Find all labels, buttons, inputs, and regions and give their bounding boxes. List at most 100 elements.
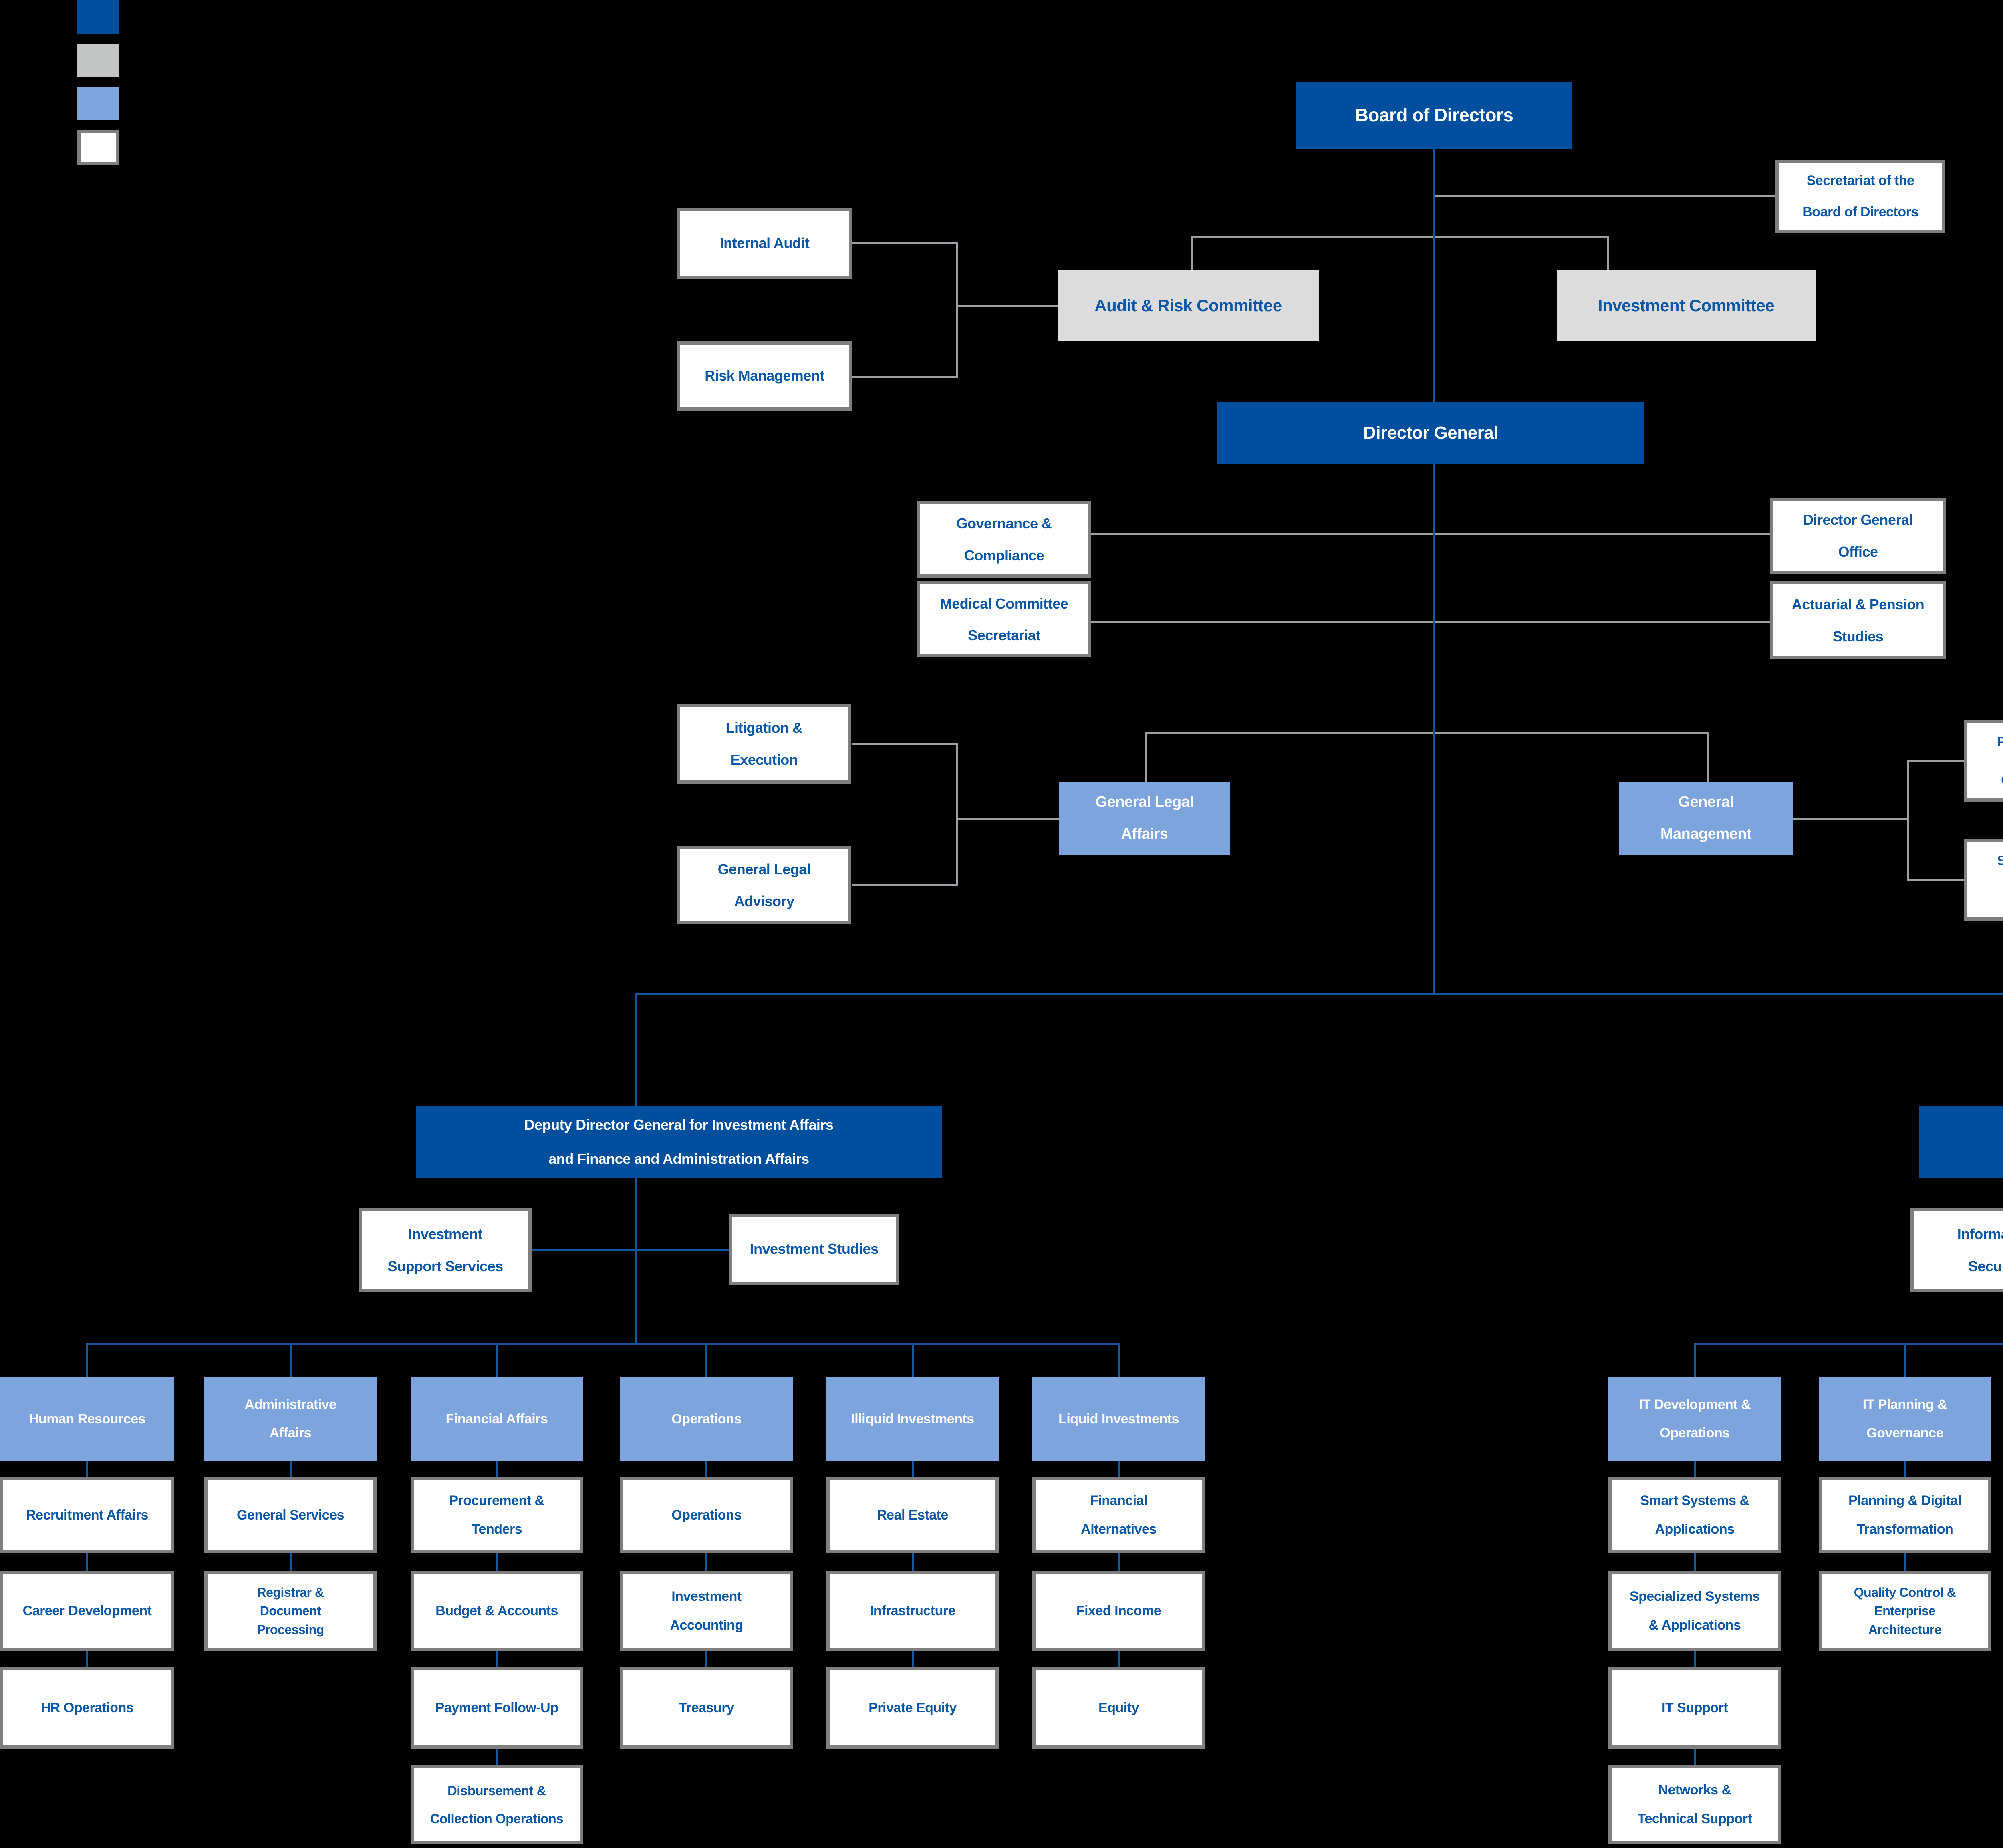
node-quality-control-label: Quality Control & Enterprise Architectur… [1854, 1585, 1956, 1637]
node-general-legal-affairs: General Legal Affairs [1059, 782, 1230, 855]
node-liquid-header-label: Liquid Investments [1058, 1411, 1179, 1427]
node-investment-studies-label: Investment Studies [750, 1241, 879, 1258]
node-board: Board of Directors [1296, 82, 1572, 149]
node-actuarial-pension-studies-label: Actuarial & Pension Studies [1791, 596, 1924, 645]
connector-line [635, 993, 2003, 995]
connector-line [1118, 1461, 1120, 1477]
node-treasury: Treasury [620, 1667, 793, 1749]
node-investment-committee: Investment Committee [1557, 270, 1816, 341]
node-career-development-label: Career Development [22, 1603, 152, 1619]
node-budget-accounts: Budget & Accounts [411, 1571, 583, 1651]
connector-line [705, 1461, 707, 1477]
node-procurement: Procurement & Tenders [411, 1477, 583, 1553]
connector-line [86, 1343, 1120, 1345]
connector-line [912, 1553, 914, 1571]
node-information-security-label: Information Security [1957, 1226, 2003, 1274]
node-investment-studies: Investment Studies [729, 1214, 899, 1285]
connector-line [1433, 464, 1435, 993]
connector-line [1434, 195, 1775, 197]
node-deputy-pension: Deputy Director General for Pension Affa… [1919, 1106, 2003, 1178]
node-general-legal-advisory-label: General Legal Advisory [717, 861, 811, 909]
connector-line [1433, 149, 1435, 402]
node-itplan-header-label: IT Planning & Governance [1862, 1397, 1947, 1441]
connector-line [1118, 1553, 1120, 1571]
node-general-services: General Services [204, 1477, 377, 1553]
node-operations-dept: Operations [620, 1477, 793, 1553]
node-litigation-execution-label: Litigation & Execution [725, 719, 803, 768]
connector-line [86, 1461, 88, 1477]
node-it-support-label: IT Support [1662, 1700, 1728, 1715]
node-finance-header: Financial Affairs [411, 1377, 583, 1461]
node-illiquid-header-label: Illiquid Investments [851, 1411, 974, 1427]
node-private-equity: Private Equity [826, 1667, 999, 1749]
node-admin-header-label: Administrative Affairs [244, 1397, 337, 1441]
node-audit-risk-committee: Audit & Risk Committee [1058, 270, 1319, 341]
node-investment-accounting-label: Investment Accounting [670, 1589, 743, 1633]
node-public-relations-label: Public Relations & Corporate Communicati… [1997, 734, 2003, 787]
node-itplan-header: IT Planning & Governance [1819, 1377, 1991, 1461]
node-disbursement: Disbursement & Collection Operations [411, 1765, 583, 1844]
node-dg-office: Director General Office [1770, 498, 1946, 574]
node-specialized-systems-label: Specialized Systems & Applications [1629, 1589, 1760, 1633]
node-strategic-planning: Strategic Planning & Project Management [1964, 839, 2003, 921]
connector-line [1907, 760, 1964, 762]
connector-line [1145, 732, 1709, 734]
node-public-relations: Public Relations & Corporate Communicati… [1964, 720, 2003, 802]
node-payment-followup-label: Payment Follow-Up [435, 1700, 558, 1715]
node-internal-audit-label: Internal Audit [719, 235, 810, 252]
node-procurement-label: Procurement & Tenders [449, 1493, 544, 1537]
connector-line [1694, 1553, 1696, 1571]
connector-line [1607, 236, 1609, 272]
node-treasury-label: Treasury [679, 1700, 734, 1715]
connector-line [635, 1178, 637, 1343]
connector-line [1694, 1749, 1696, 1765]
node-registrar: Registrar & Document Processing [204, 1571, 377, 1651]
connector-line [1191, 236, 1608, 238]
node-hr-header-label: Human Resources [28, 1411, 146, 1427]
node-planning-digital: Planning & Digital Transformation [1819, 1477, 1991, 1553]
node-real-estate-label: Real Estate [877, 1507, 948, 1523]
connector-line [1694, 1651, 1696, 1667]
connector-line [956, 818, 1059, 820]
node-director-general-label: Director General [1363, 423, 1498, 443]
node-general-legal-affairs-label: General Legal Affairs [1095, 794, 1194, 842]
connector-line [1118, 1651, 1120, 1667]
connector-line [912, 1651, 914, 1667]
connector-line [1907, 760, 1909, 881]
connector-line [1434, 533, 1770, 535]
node-equity-label: Equity [1098, 1700, 1139, 1715]
node-governance-compliance: Governance & Compliance [917, 501, 1091, 578]
node-general-services-label: General Services [237, 1507, 344, 1523]
node-itdev-header-label: IT Development & Operations [1638, 1397, 1751, 1441]
connector-line [956, 743, 958, 886]
connector-line [1091, 533, 1434, 535]
node-finance-header-label: Financial Affairs [445, 1411, 548, 1427]
connector-line [912, 1461, 914, 1477]
node-fixed-income-label: Fixed Income [1076, 1603, 1161, 1619]
node-recruitment-affairs-label: Recruitment Affairs [26, 1507, 148, 1523]
node-financial-alternatives-label: Financial Alternatives [1081, 1493, 1157, 1537]
connector-line [290, 1553, 292, 1571]
connector-line [496, 1461, 498, 1477]
connector-line [290, 1343, 292, 1377]
node-quality-control: Quality Control & Enterprise Architectur… [1819, 1571, 1991, 1651]
connector-line [852, 376, 956, 378]
node-operations-header-label: Operations [671, 1411, 742, 1427]
node-equity: Equity [1032, 1667, 1205, 1749]
connector-line [705, 1651, 707, 1667]
connector-line [1091, 621, 1434, 623]
node-director-general: Director General [1217, 402, 1644, 464]
connector-line [852, 884, 956, 886]
node-hr-operations: HR Operations [0, 1667, 174, 1749]
node-general-management: General Management [1619, 782, 1793, 855]
connector-line [496, 1749, 498, 1765]
node-litigation-execution: Litigation & Execution [677, 704, 851, 784]
node-specialized-systems: Specialized Systems & Applications [1608, 1571, 1781, 1651]
node-itdev-header: IT Development & Operations [1608, 1377, 1781, 1461]
connector-line [1694, 1343, 1696, 1377]
legend-committee-swatch [77, 44, 119, 77]
connector-line [86, 1553, 88, 1571]
node-medical-secretariat: Medical Committee Secretariat [917, 581, 1091, 657]
connector-line [86, 1651, 88, 1667]
